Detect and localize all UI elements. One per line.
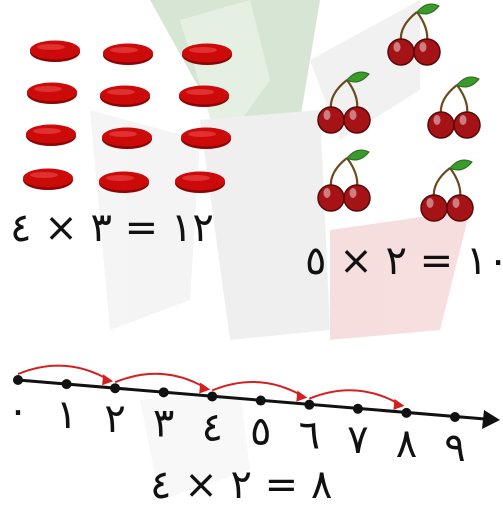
number-line-tick [352,403,363,414]
red-disc [100,85,150,107]
number-line-label: ٥ [250,409,271,455]
hop-arc [114,372,211,394]
number-line-tick [110,383,121,394]
number-line-tick [158,387,169,398]
number-line-label: ٢ [104,396,125,442]
red-disc [99,171,149,193]
red-disc [27,82,77,104]
disc-equation: ١٢ = ٣ × ٤ [10,205,214,251]
red-disc [175,171,225,193]
cherry-pair [317,71,371,134]
number-line-label: ١ [56,392,77,438]
number-line-tick [450,412,460,422]
red-disc [30,40,80,62]
hop-arc [211,381,308,402]
cherry-pair [420,159,474,222]
number-line-tick [401,407,412,418]
red-disc [179,85,229,107]
red-disc [103,43,153,65]
number-line-label: ٩ [444,425,465,471]
number-line-label: ٣ [153,400,174,446]
watermark-background [90,0,470,500]
number-line-label: ٤ [201,404,222,450]
number-line-label: ٠ [7,388,28,434]
number-line-tick [304,399,315,410]
red-disc [26,124,76,146]
number-line-label: ٦ [299,413,320,459]
cherry-equation: ١٠ = ٢ × ٥ [305,238,503,284]
hop-arc [308,389,405,410]
red-disc [181,127,231,149]
number-line-label: ٨ [396,421,417,467]
hop-arc [17,364,114,386]
red-disc [23,168,73,190]
cherry-pair [427,76,481,139]
red-disc [102,127,152,149]
number-line-label: ٧ [347,417,368,463]
cherry-pair [317,149,371,212]
cherry-array [317,3,481,222]
red-disc [182,43,232,65]
number-line-tick [207,391,218,402]
number-line-tick [255,395,266,406]
number-line-tick [61,379,72,390]
number-line-tick [13,375,23,385]
number-line-equation: ٨ = ٢ × ٤ [150,462,333,508]
number-line-arrowhead [482,410,500,429]
cherry-pair [387,3,441,66]
disc-array [23,40,232,193]
